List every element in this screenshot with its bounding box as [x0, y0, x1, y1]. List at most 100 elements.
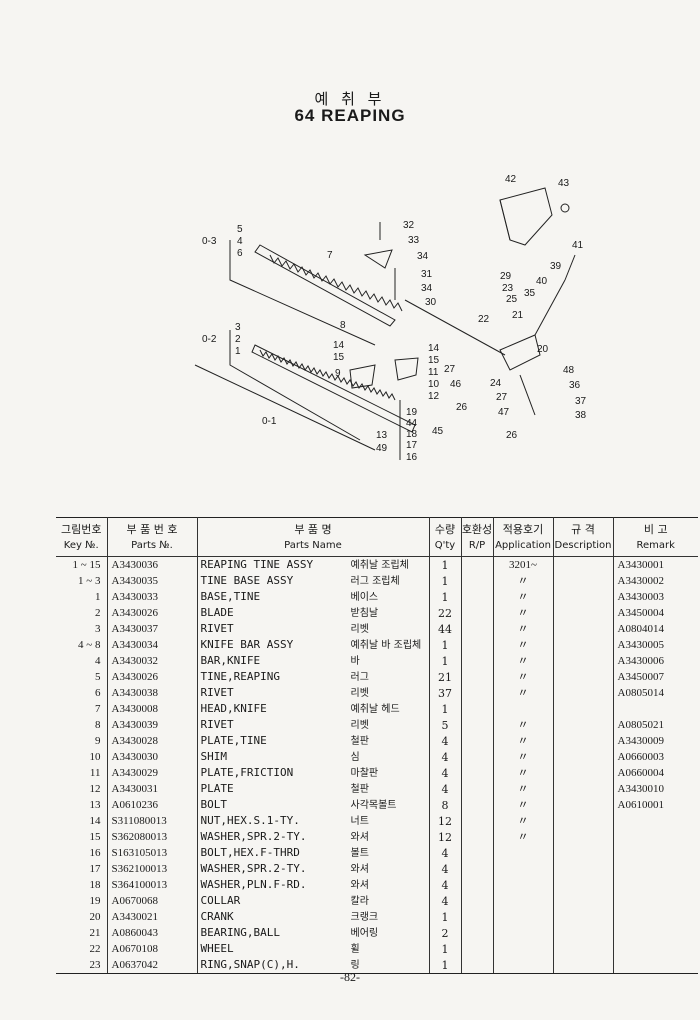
- cell-remark: A3450004: [612, 605, 698, 621]
- part-name-english: RIVET: [200, 622, 234, 635]
- cell-remark: [612, 925, 698, 941]
- callout-label: 42: [505, 174, 517, 185]
- callout-label: 36: [569, 380, 581, 391]
- cell-rp: [460, 701, 493, 717]
- callout-label: 48: [563, 365, 575, 376]
- cell-qty: 4: [428, 861, 461, 877]
- callout-label: 16: [406, 452, 418, 463]
- cell-application: [492, 845, 553, 861]
- part-name-korean: 예취날 바 조립체: [350, 640, 422, 651]
- cell-remark: [612, 701, 698, 717]
- cell-qty: 1: [428, 941, 461, 957]
- cell-qty: 1: [428, 701, 461, 717]
- cell-remark: A3430009: [612, 733, 698, 749]
- cell-description: [552, 556, 613, 573]
- bolt-part: [560, 203, 570, 213]
- friction-plate: [394, 357, 419, 381]
- cell-part-no: A0670068: [106, 893, 197, 909]
- cell-description: [552, 765, 613, 781]
- cell-qty: 4: [428, 845, 461, 861]
- cell-application: 〃: [492, 781, 553, 797]
- cell-description: [552, 813, 613, 829]
- cell-key: 1: [95, 590, 101, 603]
- part-name-english: BAR,KNIFE: [200, 654, 261, 667]
- cell-description: [552, 781, 613, 797]
- callout-label: 11: [428, 367, 439, 378]
- cell-key: 21: [89, 926, 101, 939]
- part-name-korean: 리벳: [350, 720, 369, 731]
- callout-label: 27: [496, 392, 508, 403]
- part-name-korean: 러그: [350, 672, 369, 683]
- callout-label: 47: [498, 407, 510, 418]
- cell-key: 17: [89, 862, 101, 875]
- knife-bar-upper: [254, 244, 396, 327]
- cell-remark: [612, 941, 698, 957]
- part-name-korean: 리벳: [350, 624, 369, 635]
- cell-key: 12: [89, 782, 101, 795]
- callout-label: 24: [490, 378, 502, 389]
- cell-description: [552, 909, 613, 925]
- cell-application: 〃: [492, 605, 553, 621]
- cell-part-no: A3430035: [106, 573, 197, 589]
- cell-name: WASHER,SPR.2-TY.와셔: [196, 829, 429, 845]
- cell-application: [492, 909, 553, 925]
- cell-qty: 21: [428, 669, 461, 685]
- callout-label: 5: [237, 224, 243, 235]
- cell-part-no: A3430026: [106, 669, 197, 685]
- cell-rp: [460, 861, 493, 877]
- cell-qty: 2: [428, 925, 461, 941]
- callout-label: 26: [456, 402, 468, 413]
- cell-key: 22: [89, 942, 101, 955]
- cell-part-no: A3430034: [106, 637, 197, 653]
- callout-label: 30: [425, 297, 437, 308]
- cell-description: [552, 893, 613, 909]
- cell-application: 3201~: [492, 556, 553, 573]
- part-name-korean: 예취날 헤드: [350, 704, 400, 715]
- cell-part-no: S362100013: [106, 861, 197, 877]
- cell-rp: [460, 941, 493, 957]
- cell-description: [552, 685, 613, 701]
- cell-remark: A3430005: [612, 637, 698, 653]
- cell-application: 〃: [492, 669, 553, 685]
- cell-key: 1 ~ 15: [72, 558, 101, 571]
- cell-part-no: A3430031: [106, 781, 197, 797]
- cell-key: 7: [95, 702, 101, 715]
- callout-label: 15: [333, 352, 345, 363]
- callout-label: 9: [335, 368, 341, 379]
- cell-part-no: A3430036: [106, 556, 197, 573]
- cell-application: 〃: [492, 813, 553, 829]
- part-name-english: CRANK: [200, 910, 234, 923]
- part-name-korean: 와셔: [350, 864, 369, 875]
- callout-label: 26: [506, 430, 518, 441]
- cell-key: 1 ~ 3: [78, 574, 101, 587]
- cell-qty: 8: [428, 797, 461, 813]
- cell-rp: [460, 749, 493, 765]
- cell-key: 20: [89, 910, 101, 923]
- cell-description: [552, 637, 613, 653]
- cell-qty: 1: [428, 556, 461, 573]
- cell-description: [552, 717, 613, 733]
- callout-label: 14: [428, 343, 440, 354]
- cell-description: [552, 701, 613, 717]
- knife-head: [363, 249, 393, 269]
- cell-rp: [460, 556, 493, 573]
- cell-description: [552, 573, 613, 589]
- cell-remark: A0660004: [612, 765, 698, 781]
- cell-remark: A3430006: [612, 653, 698, 669]
- part-name-english: RIVET: [200, 686, 234, 699]
- cell-application: 〃: [492, 653, 553, 669]
